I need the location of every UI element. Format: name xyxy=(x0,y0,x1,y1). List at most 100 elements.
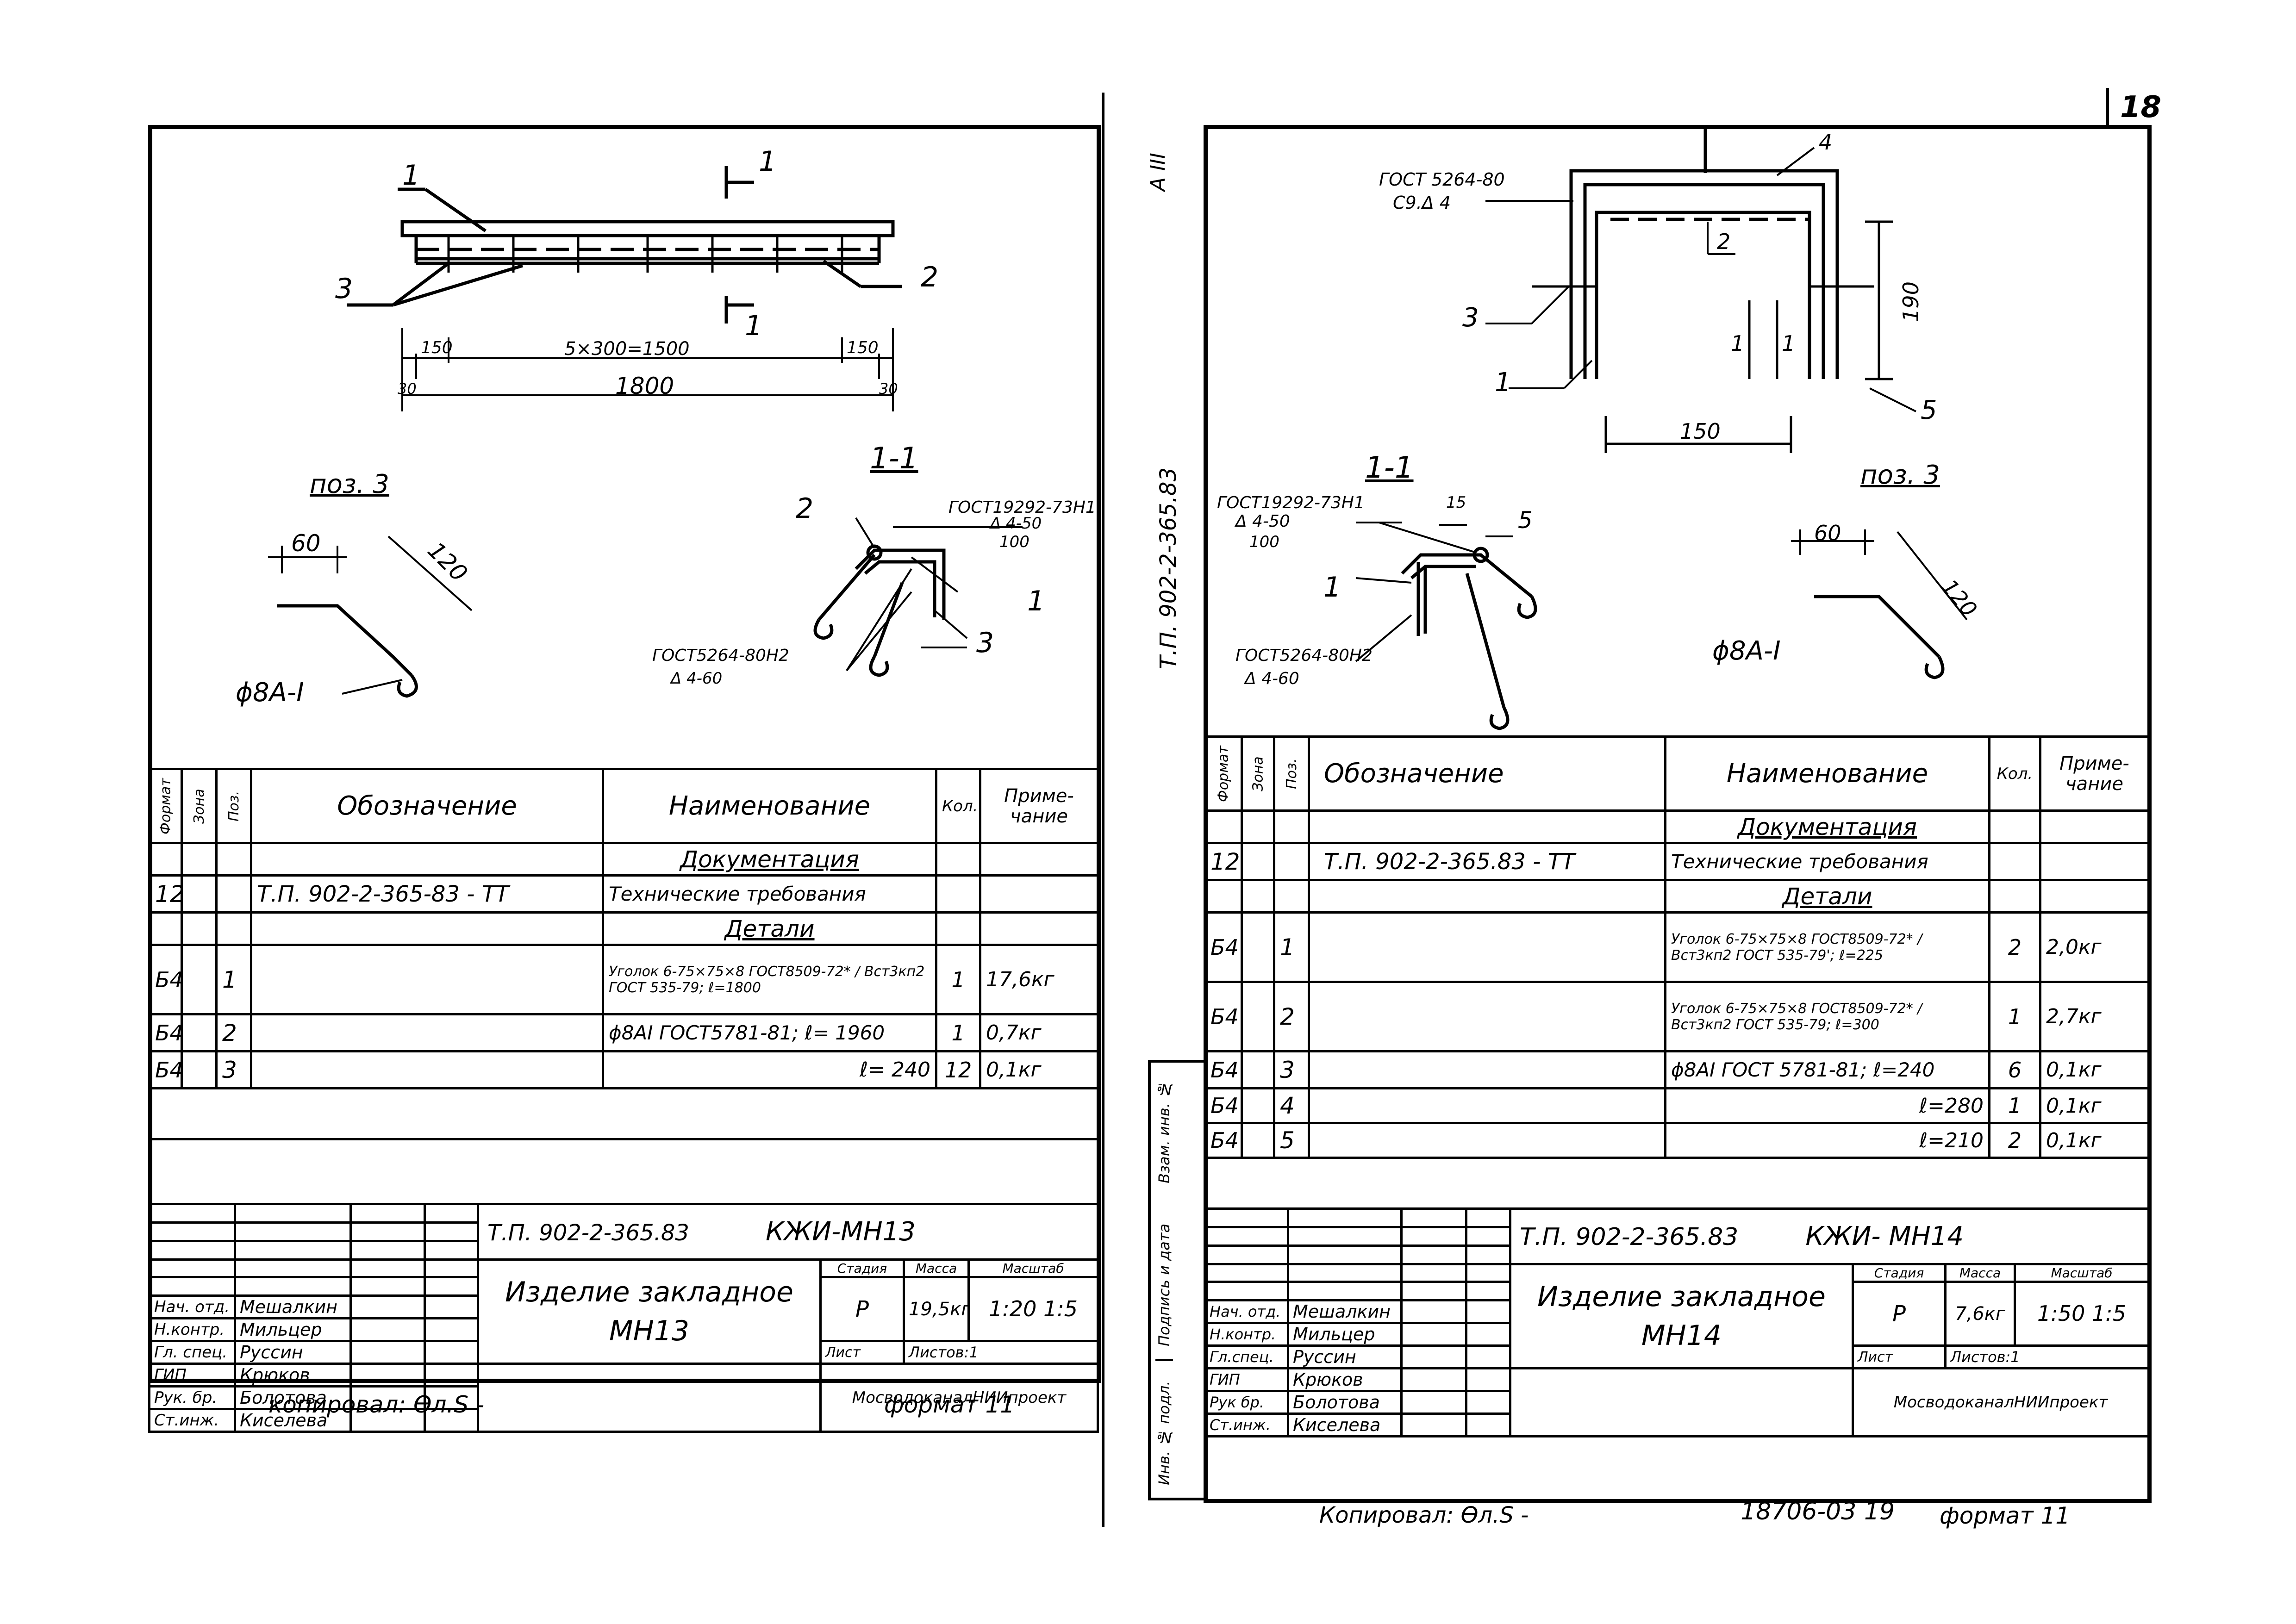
staff-name: Крюков xyxy=(1287,1367,1403,1392)
tb-product: МН13 xyxy=(609,1315,690,1347)
tb-sheets: Листов:1 xyxy=(902,1340,1099,1365)
section-parts: Детали xyxy=(602,911,937,946)
plan-label-1: 1 xyxy=(402,159,420,192)
side-label-replaces: Взам. инв. № xyxy=(1155,1081,1173,1183)
tb-stage-label: Стадия xyxy=(1852,1263,1947,1283)
staff-name: Киселева xyxy=(1287,1412,1403,1437)
section-label-1: 1 xyxy=(1323,571,1341,604)
staff-role: Н.контр. xyxy=(148,1317,236,1342)
frame-label-1: 1 xyxy=(1495,367,1511,398)
section-label-5: 5 xyxy=(1518,507,1533,534)
margin-stamp: А III xyxy=(1146,153,1170,192)
dim-150-left: 150 xyxy=(421,338,453,357)
col-qty: Кол. xyxy=(935,768,981,844)
staff-name: Мешалкин xyxy=(234,1294,352,1319)
plan-label-3: 3 xyxy=(335,273,353,305)
right-drawing xyxy=(1355,129,1968,730)
signature xyxy=(356,1345,420,1359)
tb-stage-label: Стадия xyxy=(819,1258,905,1278)
table-row: Б4 1 Уголок 6-75×75×8 ГОСТ8509-72* / Вст… xyxy=(148,944,1099,1015)
weld-bottom-gost: ГОСТ5264-80Н2 xyxy=(652,646,789,665)
signature xyxy=(1406,1305,1461,1319)
tb-sheet-label: Лист xyxy=(819,1340,905,1365)
staff-name: Болотова xyxy=(234,1385,352,1410)
section-parts: Детали xyxy=(1664,879,1990,914)
staff-role: Рук бр. xyxy=(1204,1390,1289,1415)
frame-label-4: 4 xyxy=(1819,130,1833,155)
tb-scale: 1:50 1:5 xyxy=(2013,1281,2150,1347)
right-code-bottom: 18706-03 19 xyxy=(1741,1498,1895,1525)
signature xyxy=(1406,1350,1461,1364)
staff-name: Мешалкин xyxy=(1287,1299,1403,1324)
side-label-signature: Подпись и дата xyxy=(1155,1211,1173,1361)
staff-role: Ст.инж. xyxy=(1204,1412,1289,1437)
staff-name: Мильцер xyxy=(1287,1322,1403,1347)
tb-sheet-label: Лист xyxy=(1852,1344,1947,1369)
frame-label-3: 3 xyxy=(1462,303,1479,333)
staff-role: Нач. отд. xyxy=(1204,1299,1289,1324)
left-spec-table: Формат Зона Поз. Обозначение Наименовани… xyxy=(148,768,1099,1140)
left-copied: копировал: Ѳл.Ѕ - xyxy=(268,1391,484,1418)
weld-left-size: С9.Δ 4 xyxy=(1393,193,1451,213)
pos-title: поз. 3 xyxy=(1860,460,1940,490)
tb-org: МосводоканалНИИпроект xyxy=(1851,1367,2150,1437)
tb-code: Т.П. 902-2-365.83 xyxy=(1520,1223,1739,1251)
tb-mark: КЖИ- МН14 xyxy=(1805,1221,1964,1251)
col-zone: Зона xyxy=(1242,736,1274,811)
signature xyxy=(356,1368,420,1382)
dim-1800: 1800 xyxy=(615,373,674,399)
col-note: Приме-чание xyxy=(2039,735,2150,812)
dim-190: 190 xyxy=(1898,281,1923,322)
staff-name: Руссин xyxy=(234,1340,352,1365)
section-docs: Документация xyxy=(1664,809,1990,844)
right-copied: Копировал: Ѳл.Ѕ - xyxy=(1319,1502,1529,1528)
weld-bottom-size: Δ 4-60 xyxy=(671,669,723,688)
side-label-inventory: Инв. № подл. xyxy=(1155,1368,1173,1500)
left-title-block: Т.П. 902-2-365.83 КЖИ-МН13 Изделие закла… xyxy=(148,1203,1099,1433)
staff-role: Рук. бр. xyxy=(148,1385,236,1410)
tb-scale-label: Масштаб xyxy=(967,1258,1099,1278)
weld-dim-15: 15 xyxy=(1446,493,1466,512)
pos-rod: ϕ8А-I xyxy=(1712,636,1781,666)
col-name: Наименование xyxy=(602,768,937,844)
dim-30-left: 30 xyxy=(398,380,417,398)
plan-label-2: 2 xyxy=(921,261,939,293)
left-drawing xyxy=(268,166,1023,698)
weld-top-gost: ГОСТ19292-73Н1 xyxy=(1217,493,1365,512)
frame-label-2: 2 xyxy=(1717,229,1731,254)
section-label-1: 1 xyxy=(1027,585,1045,617)
col-qty: Кол. xyxy=(1988,735,2041,812)
table-row: Б4 5 ℓ=210 2 0,1кг xyxy=(1204,1122,2150,1159)
staff-name: Болотова xyxy=(1287,1390,1403,1415)
margin-code: Т.П. 902-2-365.83 xyxy=(1155,467,1181,669)
col-designation: Обозначение xyxy=(250,768,604,844)
sheet-number: 18 xyxy=(2120,90,2162,124)
tb-sheets: Листов:1 xyxy=(1944,1344,2150,1369)
tb-mass: 7,6кг xyxy=(1944,1281,2016,1347)
dim-30-right: 30 xyxy=(879,380,898,398)
staff-role: ГИП xyxy=(1204,1367,1289,1392)
tb-title: Изделие закладное xyxy=(505,1276,793,1308)
weld-top-step: 100 xyxy=(999,533,1029,551)
col-zone: Зона xyxy=(181,769,217,843)
signature xyxy=(1406,1418,1461,1432)
staff-role: Нач. отд. xyxy=(148,1294,236,1319)
col-pos: Поз. xyxy=(1274,736,1309,811)
staff-name: Крюков xyxy=(234,1363,352,1388)
tb-code: Т.П. 902-2-365.83 xyxy=(487,1220,689,1246)
right-title-block: Т.П. 902-2-365.83 КЖИ- МН14 Изделие закл… xyxy=(1204,1207,2150,1437)
table-row: 12 Т.П. 902-2-365.83 - ТТ Технические тр… xyxy=(1204,842,2150,881)
staff-name: Руссин xyxy=(1287,1344,1403,1369)
frame-section-1-left: 1 xyxy=(1731,331,1745,356)
table-row: Б4 2 ϕ8АI ГОСТ5781-81; ℓ= 1960 1 0,7кг xyxy=(148,1013,1099,1052)
tb-title: Изделие закладное xyxy=(1537,1281,1826,1313)
weld-top-step: 100 xyxy=(1249,533,1279,551)
table-row: Б4 2 Уголок 6-75×75×8 ГОСТ8509-72* / Вст… xyxy=(1204,981,2150,1052)
right-sheet: ГОСТ 5264-80 С9.Δ 4 4 2 3 1 5 1 1 190 15… xyxy=(1204,125,2152,1503)
section-docs: Документация xyxy=(602,842,937,877)
col-format: Формат xyxy=(1204,736,1242,811)
tb-mark: КЖИ-МН13 xyxy=(766,1217,916,1247)
signature xyxy=(1406,1373,1461,1387)
signature xyxy=(356,1323,420,1337)
weld-bottom-size: Δ 4-60 xyxy=(1245,669,1299,688)
